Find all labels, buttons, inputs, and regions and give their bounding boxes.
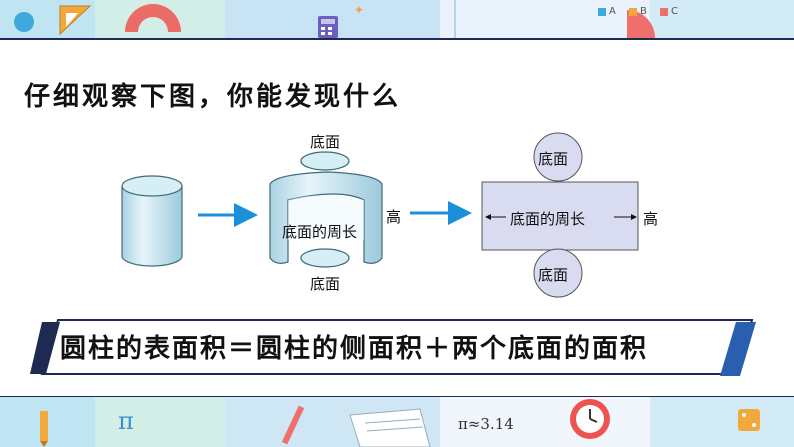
formula-banner <box>30 319 756 376</box>
calculator-icon <box>318 16 338 38</box>
middle-height-label: 高 <box>386 208 402 226</box>
middle-top-base-label: 底面 <box>310 133 341 151</box>
unrolling-cylinder <box>269 151 383 268</box>
bottom-banner: π π≈3.14 <box>0 397 794 447</box>
pencil-icon <box>281 405 305 445</box>
pi-approx-text: π≈3.14 <box>458 415 514 433</box>
bottom-banner-decor <box>0 397 794 447</box>
triangle-ruler-icon <box>59 5 92 36</box>
pie-chart-icon <box>627 10 655 38</box>
middle-circumference-label: 底面的周长 <box>282 223 358 241</box>
option-a-swatch <box>598 8 606 16</box>
page-title: 仔细观察下图，你能发现什么 <box>24 82 402 112</box>
dice-icon <box>738 409 760 431</box>
bottom-base-disc <box>300 248 350 268</box>
right-bottom-base-label: 底面 <box>538 266 569 284</box>
top-base-disc <box>300 151 350 171</box>
top-banner-decor: ✦ <box>0 0 794 38</box>
option-b-swatch <box>629 8 637 16</box>
cylinder <box>121 175 183 267</box>
lateral-surface <box>269 171 383 264</box>
pencil-icon <box>40 411 48 447</box>
top-banner: ✦ A B C <box>0 0 794 38</box>
option-c-label: C <box>671 6 678 17</box>
notebook-icon <box>349 408 431 447</box>
protractor-icon <box>125 4 181 32</box>
middle-bottom-base-label: 底面 <box>310 275 341 293</box>
cylinder-net <box>481 132 639 298</box>
surface-area-formula: 圆柱的表面积＝圆柱的侧面积＋两个底面的面积 <box>60 334 649 364</box>
clock-icon <box>570 399 610 439</box>
pi-symbol: π <box>118 407 134 435</box>
ball-icon <box>14 12 34 32</box>
option-c-swatch <box>660 8 668 16</box>
right-circumference-label: 底面的周长 <box>510 210 586 228</box>
right-height-label: 高 <box>643 210 659 228</box>
right-top-base-label: 底面 <box>538 150 569 168</box>
top-divider <box>0 38 794 40</box>
star-icon: ✦ <box>354 3 364 17</box>
option-a-label: A <box>609 6 616 17</box>
option-b-label: B <box>640 6 647 17</box>
